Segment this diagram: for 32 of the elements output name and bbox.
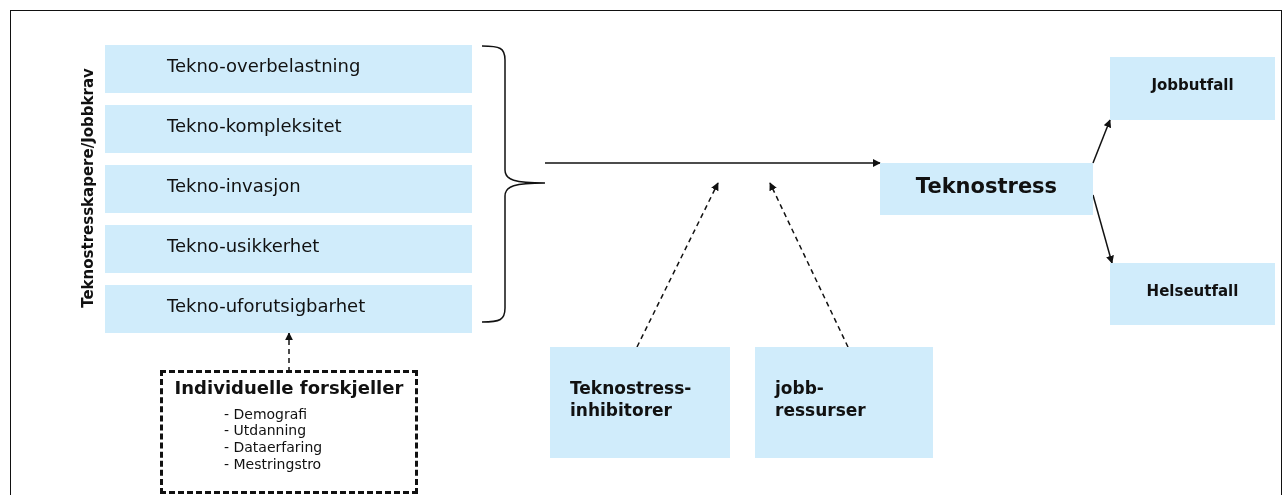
list-item: - Demografi [224,405,309,423]
box-label: Tekno-uforutsigbarhet [167,294,366,318]
box-label: Tekno-usikkerhet [167,234,320,258]
process-box [880,163,1093,215]
process-box [550,347,730,458]
box-label: Teknostress-inhibitorer [570,378,693,421]
process-box [105,105,472,153]
dashed-box [160,370,418,494]
box-label: Helseutfall [1146,281,1239,301]
box-label: Individuelle forskjeller [174,377,404,400]
process-box [755,347,933,458]
list-item: - Dataerfaring [224,439,324,456]
list-item: - Utdanning [224,422,308,440]
process-box [1110,57,1275,120]
process-box [105,45,472,93]
list-item: - Mestringstro [224,455,323,473]
box-label: Tekno-kompleksitet [167,114,342,138]
arrow [769,182,849,348]
process-box [1110,263,1275,325]
box-label: Tekno-invasjon [167,174,301,198]
box-label: Teknostress [915,172,1058,200]
box-label: jobb-ressurser [775,378,867,421]
box-label: Jobbutfall [1151,76,1234,95]
arrow [636,182,719,348]
process-box [105,225,472,273]
curly-brace [482,45,545,323]
arrow [1092,119,1112,164]
arrow [544,159,881,167]
process-box [105,165,472,213]
axis-label: Teknostresskapere/Jobbkrav [79,68,97,308]
process-box [105,285,472,333]
box-label: Tekno-overbelastning [167,54,361,78]
